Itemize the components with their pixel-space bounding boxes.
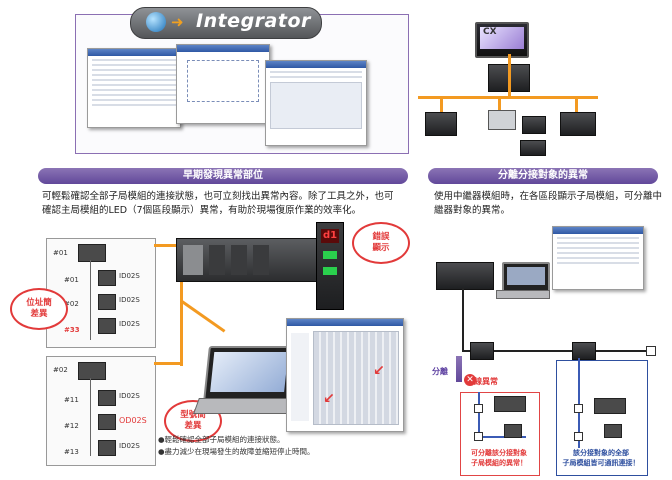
terminator-icon: [646, 346, 656, 356]
slave-unit-icon: [520, 140, 546, 156]
logo-text: Integrator: [196, 10, 311, 32]
left-description: 可輕鬆確認全部子局模組的連接狀態，也可立刻找出異常內容。除了工具之外，也可確認主…: [42, 191, 394, 216]
plc-rack: [176, 238, 318, 282]
network-cable: [154, 244, 182, 247]
software-screenshot: [176, 44, 270, 124]
network-cable: [508, 54, 511, 98]
right-description: 使用中繼器模組時，在各區段顯示子局模組，可分離中繼器對象的異常。: [434, 191, 663, 216]
address-mismatch-callout: 位址簡 差異: [10, 288, 68, 330]
separate-arrow: [456, 356, 462, 382]
separate-label: 分離: [432, 367, 448, 376]
slave-num: #12: [64, 422, 79, 430]
laptop-icon: [203, 346, 295, 402]
bus-line: [478, 392, 480, 436]
network-cable: [180, 244, 183, 366]
slave-num: #13: [64, 448, 79, 456]
slave-unit: [504, 424, 522, 438]
monitor-icon: CX: [475, 22, 529, 58]
slave-id-mismatch: OD02S: [119, 416, 147, 425]
seven-segment-display: d1: [321, 229, 339, 243]
plc-icon: [436, 262, 494, 290]
bus-line: [478, 436, 526, 438]
status-window: ↙ ↙: [286, 318, 404, 432]
master-num: #02: [53, 366, 68, 374]
slave-num: #02: [64, 300, 79, 308]
status-window: [552, 226, 644, 290]
slave-unit: [98, 390, 116, 406]
slave-id: ID02S: [119, 272, 140, 280]
slave-num: #11: [64, 396, 79, 404]
repeater-unit: [470, 342, 494, 360]
master-unit: [78, 362, 106, 380]
section-title-early-detection: 早期發現異常部位: [38, 168, 408, 184]
terminator-icon: [474, 432, 483, 441]
bus-line: [462, 350, 652, 352]
slave-unit: [604, 424, 622, 438]
network-cable: [575, 96, 578, 114]
laptop-keyboard: [496, 290, 550, 299]
slave-id: ID02S: [119, 442, 140, 450]
note-1: ●輕鬆確認全部子局模組的連接狀態。: [158, 435, 285, 444]
connected-caption: 該分接對象的全部 子局模組皆可通訊連接！: [562, 449, 640, 467]
slave-num-mismatch: #33: [64, 326, 80, 334]
isolated-branch-box: [460, 392, 540, 476]
slave-unit: [98, 318, 116, 334]
terminator-icon: [474, 404, 483, 413]
bus-line: [462, 288, 464, 352]
slave-unit: [98, 270, 116, 286]
slave-id: ID02S: [119, 392, 140, 400]
error-icon: ✕: [464, 374, 476, 386]
device-label: CX: [480, 27, 524, 49]
slave-unit: [494, 396, 526, 412]
isolated-caption: 可分離該分接對象 子局模組的異常！: [471, 449, 527, 467]
software-screenshot: [265, 60, 367, 146]
laptop-keyboard: [193, 398, 301, 414]
network-cable: [418, 96, 598, 99]
slave-unit: [98, 440, 116, 456]
terminator-icon: [574, 432, 583, 441]
connected-branch-box: [556, 360, 648, 476]
slave-id: ID02S: [119, 320, 140, 328]
software-screenshot: [87, 48, 181, 128]
bus-line: [90, 260, 91, 340]
slave-unit: [98, 294, 116, 310]
disconnect-label: 斷線異常: [466, 377, 498, 386]
bus-line: [90, 378, 91, 456]
repeater-unit: [572, 342, 596, 360]
terminator-icon: [574, 404, 583, 413]
slave-unit: [98, 414, 116, 430]
bus-line: [578, 358, 580, 448]
master-unit: [78, 244, 106, 262]
slave-unit-icon: [522, 116, 546, 134]
section-title-isolation: 分離分接對象的異常: [428, 168, 658, 184]
network-cable: [181, 300, 226, 333]
arrow-icon: ↙: [323, 391, 335, 407]
slave-unit-icon: [560, 112, 596, 136]
note-2: ●盡力減少在現場發生的故障並縮短停止時間。: [158, 447, 315, 456]
slave-id: ID02S: [119, 296, 140, 304]
slave-unit-icon: [488, 110, 516, 130]
network-cable: [154, 362, 182, 365]
slave-unit-icon: [425, 112, 457, 136]
network-cable: [440, 96, 443, 114]
slave-unit: [594, 398, 626, 414]
arrow-icon: ↙: [373, 363, 385, 379]
arrow-icon: ➜: [171, 13, 184, 31]
master-module: d1: [316, 222, 344, 310]
error-display-callout: 錯誤 顯示: [352, 222, 410, 264]
network-cable: [498, 96, 501, 114]
master-num: #01: [53, 249, 68, 257]
slave-num: #01: [64, 276, 79, 284]
globe-icon: [146, 12, 166, 32]
